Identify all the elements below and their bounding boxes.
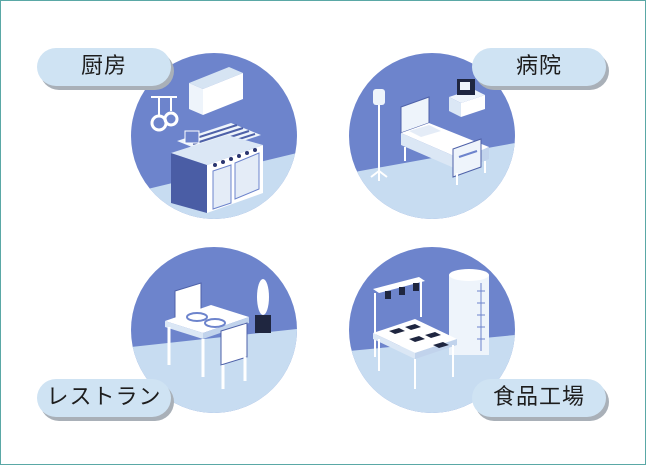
kitchen-scene-icon (131, 53, 297, 219)
label-food-factory: 食品工場 (472, 379, 606, 417)
label-hospital: 病院 (472, 48, 606, 86)
label-restaurant: レストラン (37, 379, 171, 417)
label-kitchen: 厨房 (37, 48, 171, 86)
